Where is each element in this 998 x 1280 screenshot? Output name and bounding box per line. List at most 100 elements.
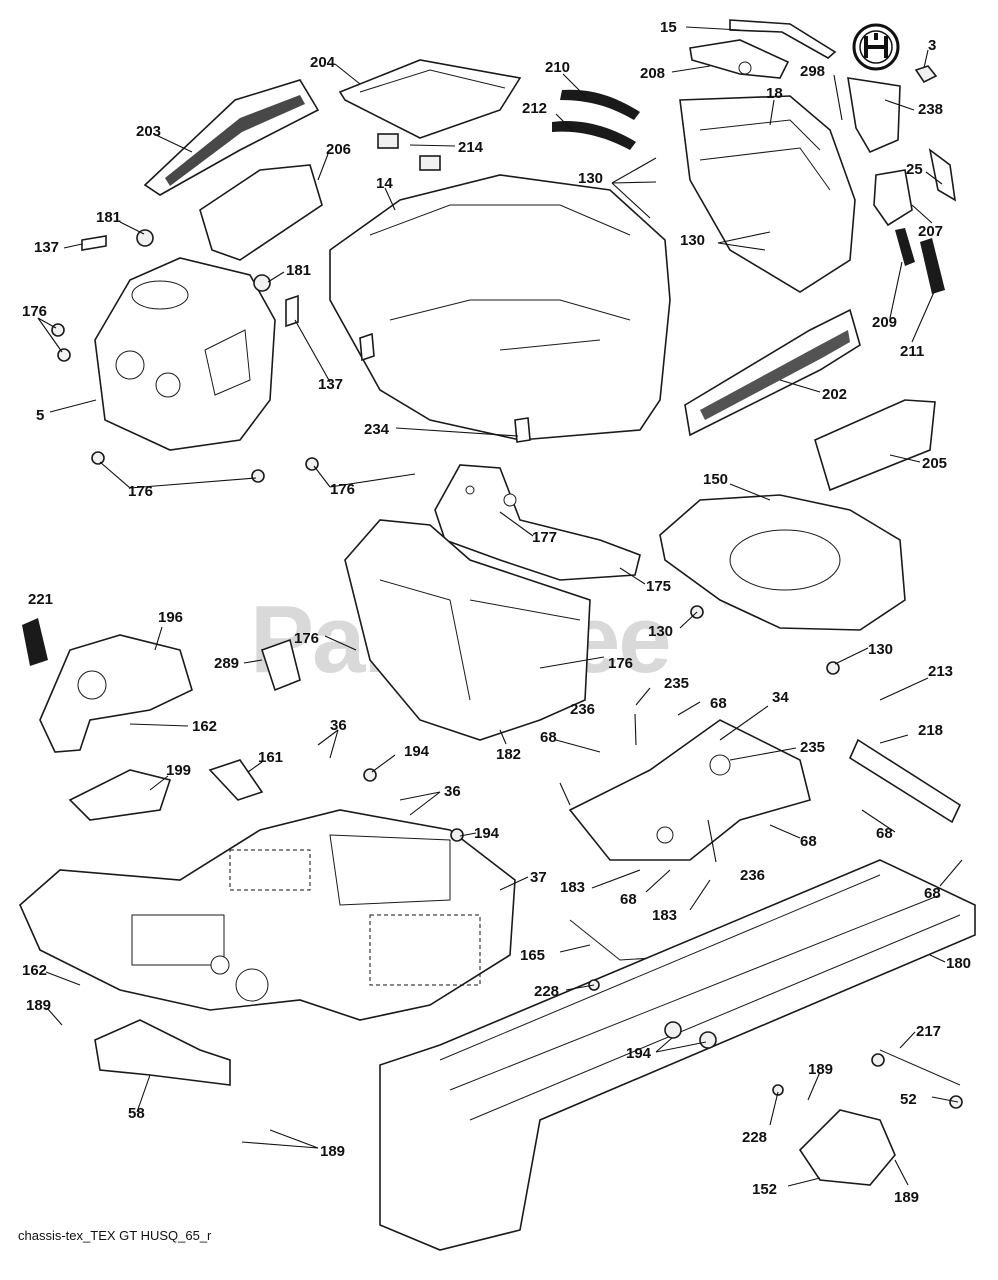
callout-176-c: 176 (330, 481, 355, 498)
callout-161: 161 (258, 749, 283, 766)
callout-58: 58 (128, 1105, 145, 1122)
callout-181-b: 181 (286, 262, 311, 279)
part-210-grille (560, 89, 640, 120)
callout-36-b: 36 (444, 783, 461, 800)
callout-210: 210 (545, 59, 570, 76)
diagram-caption: chassis-tex_TEX GT HUSQ_65_r (18, 1228, 212, 1243)
callout-194-c: 194 (626, 1045, 652, 1062)
part-207-knob (873, 169, 913, 227)
part-37-deck-plate (19, 809, 516, 1021)
part-25-tab (928, 148, 957, 202)
callout-208: 208 (640, 65, 665, 82)
callout-18: 18 (766, 85, 783, 102)
callout-177: 177 (532, 529, 557, 546)
callout-68-e: 68 (620, 891, 637, 908)
part-214-clip-b (419, 155, 441, 171)
callout-221: 221 (28, 591, 53, 608)
callout-181-a: 181 (96, 209, 121, 226)
part-181-knob-a (136, 229, 154, 247)
part-58-bracket (94, 1019, 231, 1086)
callout-207: 207 (918, 223, 943, 240)
callout-176-d: 176 (294, 630, 319, 647)
callout-211: 211 (900, 343, 924, 360)
part-238-strip (847, 77, 901, 154)
callout-194-b: 194 (474, 825, 500, 842)
part-194-bushing-c (664, 1021, 682, 1039)
part-14-hood (329, 174, 671, 441)
part-234-strip (359, 332, 375, 362)
part-199-panel (68, 769, 172, 821)
part-176-fastener-c (91, 451, 105, 465)
callout-150: 150 (703, 471, 728, 488)
callout-235-b: 235 (800, 739, 825, 756)
callout-176-a: 176 (22, 303, 47, 320)
part-181-knob-b (253, 274, 271, 292)
callout-196: 196 (158, 609, 183, 626)
part-206-bracket (199, 164, 323, 261)
part-52-nut-a (871, 1053, 885, 1067)
callout-289: 289 (214, 655, 239, 672)
callout-228-a: 228 (534, 983, 559, 1000)
part-152-guard (798, 1109, 896, 1186)
callout-213: 213 (928, 663, 953, 680)
part-175-bracket (434, 464, 641, 581)
part-289-clip (260, 638, 301, 692)
callout-165: 165 (520, 947, 545, 964)
part-228-bolt-b (772, 1084, 784, 1096)
callout-68-f: 68 (924, 885, 941, 902)
callout-214: 214 (458, 139, 484, 156)
part-176-fastener-b (57, 348, 71, 362)
leader-lines (37, 26, 963, 1187)
part-205-panel (814, 399, 936, 492)
callout-36-a: 36 (330, 717, 347, 734)
callout-52: 52 (900, 1091, 917, 1108)
callout-182: 182 (496, 746, 521, 763)
part-211-strip (920, 238, 945, 294)
callout-37: 37 (530, 869, 547, 886)
callout-137-b: 137 (318, 376, 343, 393)
callout-14: 14 (376, 175, 393, 192)
part-182-support (344, 519, 591, 741)
callout-5: 5 (36, 407, 44, 424)
part-194-bushing-a (363, 768, 377, 782)
callout-238: 238 (918, 101, 943, 118)
callout-189-c: 189 (320, 1143, 345, 1160)
callout-203: 203 (136, 123, 161, 140)
callout-labels: 15 3 204 210 208 298 238 18 212 203 206 … (22, 19, 971, 1206)
callout-3: 3 (928, 37, 936, 54)
part-176-fastener-a (51, 323, 65, 337)
part-37-vent-holes (229, 849, 481, 986)
callout-209: 209 (872, 314, 897, 331)
callout-130-d: 130 (868, 641, 893, 658)
part-176-fastener-d (251, 469, 265, 483)
callout-68-c: 68 (876, 825, 893, 842)
husqvarna-logo-icon (852, 23, 900, 71)
callout-34: 34 (772, 689, 789, 706)
callout-175: 175 (646, 578, 671, 595)
part-137-clip-a (81, 235, 107, 251)
part-130-fastener-b (826, 661, 840, 675)
callout-152: 152 (752, 1181, 777, 1198)
callout-204: 204 (310, 54, 336, 71)
callout-206: 206 (326, 141, 351, 158)
part-3-emblem (914, 65, 938, 84)
callout-68-b: 68 (540, 729, 557, 746)
part-221-pad (22, 618, 48, 666)
callout-162-b: 162 (22, 962, 47, 979)
part-5-console (94, 257, 276, 451)
part-194-bushing-d (699, 1031, 717, 1049)
callout-183-a: 183 (560, 879, 585, 896)
callout-189-a: 189 (26, 997, 51, 1014)
callout-180: 180 (946, 955, 971, 972)
callout-183-b: 183 (652, 907, 677, 924)
part-212-grille (552, 120, 636, 150)
part-208-bracket (689, 39, 790, 79)
callout-130-c: 130 (648, 623, 673, 640)
callout-202: 202 (822, 386, 847, 403)
callout-205: 205 (922, 455, 947, 472)
part-18-front-panel (679, 95, 856, 293)
callout-228-b: 228 (742, 1129, 767, 1146)
callout-212: 212 (522, 100, 547, 117)
part-180-frame (379, 859, 976, 1251)
part-204-panel (338, 59, 522, 139)
